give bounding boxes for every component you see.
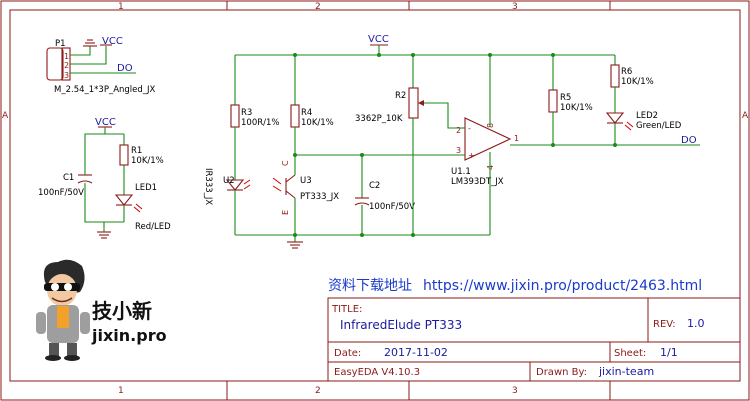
output-do-label: DO <box>681 135 697 146</box>
rev-value: 1.0 <box>687 317 705 330</box>
resistor-r4 <box>290 104 300 128</box>
logo-brand-en: jixin.pro <box>91 326 167 345</box>
drawn-by-label: Drawn By: <box>536 367 587 378</box>
resistor-r3 <box>230 104 240 128</box>
mascot-illustration <box>36 259 90 361</box>
sheet-label: Sheet: <box>614 348 646 359</box>
date-value: 2017-11-02 <box>384 346 448 359</box>
ground-symbol-p1 <box>83 39 97 47</box>
p1-ref: P1 <box>55 39 66 49</box>
r1-value: 10K/1% <box>131 156 164 166</box>
vcc-label-main: VCC <box>368 34 389 45</box>
r6-ref: R6 <box>621 67 632 77</box>
sensor-circuit: VCC R3 100R/1% U2 IR333_JX R4 10K/1 <box>203 34 700 249</box>
r1-ref: R1 <box>131 146 142 156</box>
u1-ref: U1.1 <box>451 167 471 177</box>
r5-value: 10K/1% <box>560 103 593 113</box>
download-url[interactable]: https://www.jixin.pro/product/2463.html <box>423 278 702 294</box>
title-value: InfraredElude PT333 <box>340 318 462 332</box>
vcc-label-led1: VCC <box>95 117 116 128</box>
led1-ref: LED1 <box>135 183 157 193</box>
frame-row-a-right: A <box>742 111 749 121</box>
u1-pin-2: 2 <box>456 126 461 135</box>
frame-col-2-top: 2 <box>315 2 321 12</box>
power-indicator-circuit: VCC R1 10K/1% LED1 Red/LED C1 100nF/50V <box>38 117 171 239</box>
p1-pin-2: 2 <box>64 61 69 70</box>
u2-ref: U2 <box>223 176 235 186</box>
u1-minus: - <box>468 124 471 133</box>
p1-do-label: DO <box>117 63 133 74</box>
u3-value: PT333_JX <box>300 192 339 202</box>
p1-vcc-label: VCC <box>102 36 123 47</box>
date-label: Date: <box>334 348 361 359</box>
frame-col-3-bottom: 3 <box>512 386 518 396</box>
capacitor-c2 <box>354 197 370 206</box>
ground-symbol-main <box>287 241 303 249</box>
led2-symbol <box>605 112 634 131</box>
p1-value: M_2.54_1*3P_Angled_JX <box>54 85 156 95</box>
u3-ref: U3 <box>300 176 312 186</box>
frame-col-1-bottom: 1 <box>118 386 124 396</box>
led1-value: Red/LED <box>135 222 171 232</box>
r5-ref: R5 <box>560 93 571 103</box>
u3-pin-c: C <box>281 160 290 166</box>
u1-pin-3: 3 <box>456 146 461 155</box>
u1-pin-1: 1 <box>514 134 519 143</box>
frame-col-1-top: 1 <box>118 2 124 12</box>
u3-pin-e: E <box>281 210 290 215</box>
rev-label: REV: <box>653 319 676 330</box>
led1-symbol <box>114 194 143 213</box>
u1-plus: + <box>468 151 475 160</box>
frame-col-3-top: 3 <box>512 2 518 12</box>
title-label: TITLE: <box>331 304 362 315</box>
resistor-r6 <box>610 64 620 88</box>
r4-value: 10K/1% <box>301 118 334 128</box>
led2-ref: LED2 <box>636 111 658 121</box>
resistor-r5 <box>548 89 558 113</box>
c1-ref: C1 <box>63 173 74 183</box>
download-label: 资料下载地址 <box>328 278 412 294</box>
logo-brand-cn: 技小新 <box>92 299 152 323</box>
r2-ref: R2 <box>395 91 406 101</box>
r2-value: 3362P_10K <box>355 114 403 124</box>
r4-ref: R4 <box>301 108 312 118</box>
jixin-logo: 技小新 jixin.pro <box>36 259 167 361</box>
drawn-by-value: jixin-team <box>598 365 654 378</box>
p1-pin-1: 1 <box>64 52 69 61</box>
r3-value: 100R/1% <box>241 118 279 128</box>
u2-value: IR333_JX <box>203 168 213 205</box>
c2-ref: C2 <box>369 181 380 191</box>
c2-value: 100nF/50V <box>369 202 415 212</box>
u1-value: LM393DT_JX <box>451 177 504 187</box>
frame-row-a-left: A <box>2 111 9 121</box>
r6-value: 10K/1% <box>621 77 654 87</box>
potentiometer-r2 <box>408 87 419 119</box>
capacitor-c1 <box>77 174 93 184</box>
led2-value: Green/LED <box>636 121 682 131</box>
tool-name: EasyEDA V4.10.3 <box>334 367 420 378</box>
p1-pin-3: 3 <box>64 71 69 80</box>
c1-value: 100nF/50V <box>38 188 84 198</box>
phototransistor-u3 <box>272 174 296 199</box>
sheet-value: 1/1 <box>660 346 678 359</box>
connector-p1: 1 2 3 P1 M_2.54_1*3P_Angled_JX VCC DO <box>46 36 156 95</box>
wire-junctions <box>293 53 617 237</box>
comparator-u1: - + 2 3 8 4 1 <box>448 117 519 170</box>
frame-col-2-bottom: 2 <box>315 386 321 396</box>
resistor-r1 <box>119 144 129 166</box>
r3-ref: R3 <box>241 108 252 118</box>
title-block: TITLE: InfraredElude PT333 REV: 1.0 Date… <box>327 297 741 382</box>
ground-symbol-led1 <box>97 231 111 239</box>
